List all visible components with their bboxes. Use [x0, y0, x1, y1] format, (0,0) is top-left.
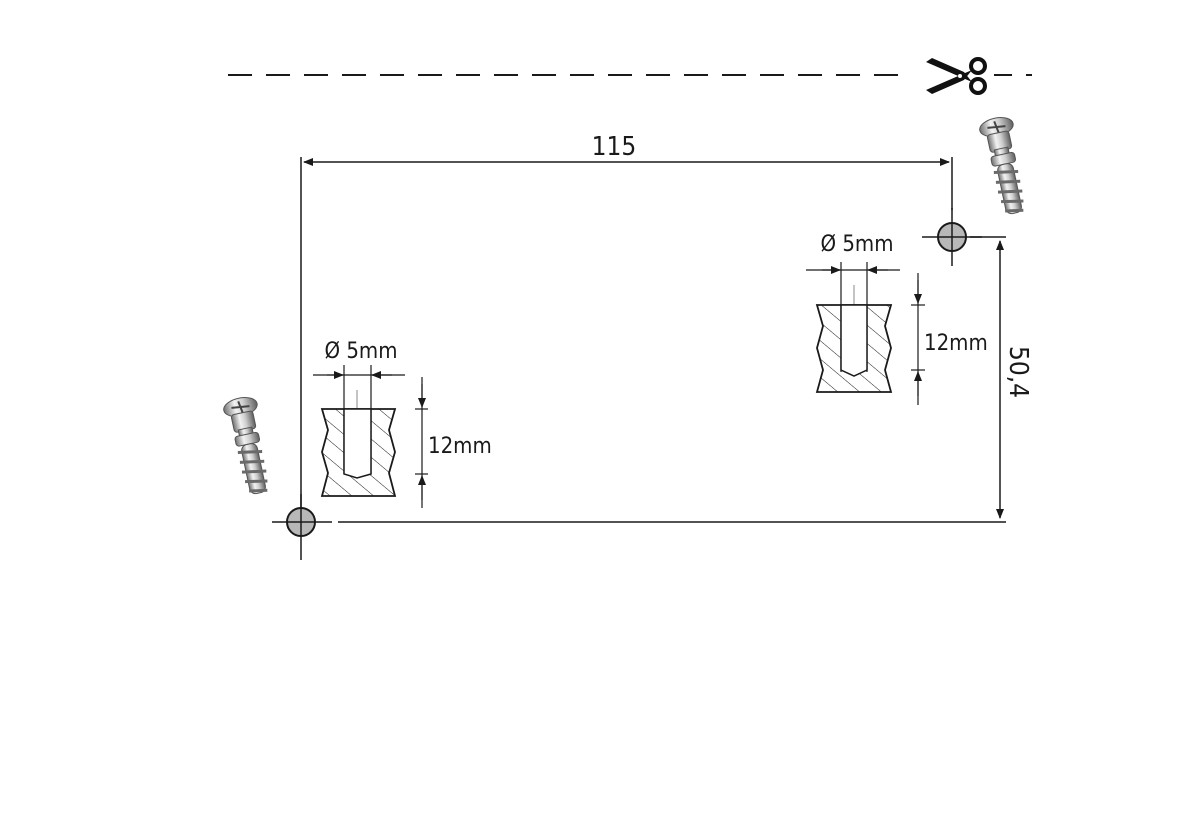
drill-point-left — [272, 494, 332, 560]
hole-section-right: Ø 5mm 12mm — [806, 232, 988, 405]
horizontal-dimension-label: 115 — [592, 132, 637, 162]
cam-dowel-screw-icon — [978, 115, 1031, 217]
hole-right-diameter-label: Ø 5mm — [820, 232, 893, 257]
hole-right-depth-label: 12mm — [924, 331, 988, 356]
hole-section-left: Ø 5mm 12mm — [313, 339, 492, 508]
hole-left-depth-label: 12mm — [428, 434, 492, 459]
hole-left-diameter-label: Ø 5mm — [324, 339, 397, 364]
drill-point-right — [922, 208, 982, 266]
cam-dowel-screw-icon — [222, 395, 275, 497]
vertical-dimension-label: 50,4 — [1003, 346, 1033, 398]
